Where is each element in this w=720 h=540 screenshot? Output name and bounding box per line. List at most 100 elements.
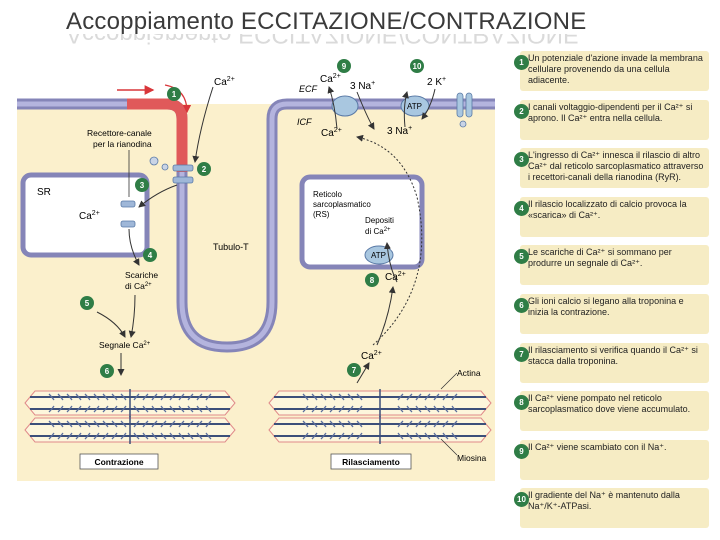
myosin-head <box>133 393 140 413</box>
ecf-label: ECF <box>299 84 318 94</box>
deposits-line2: di Ca2+ <box>365 227 391 236</box>
myosin-head <box>442 420 449 440</box>
step-box <box>520 391 709 432</box>
myosin-head <box>57 393 64 413</box>
ryr-label-line1: Recettore-canale <box>87 128 152 138</box>
serca-ca-label: Ca2+ <box>385 271 406 283</box>
diagram-step-badge <box>143 248 157 262</box>
diagram-step-badge <box>365 273 379 287</box>
t-tubule-label: Tubulo-T <box>213 242 249 252</box>
myosin-head <box>320 420 327 440</box>
serca-pump <box>364 245 394 265</box>
step-box <box>520 342 709 383</box>
myosin-head <box>424 420 431 440</box>
signal-arrow-2 <box>128 294 136 338</box>
relaxation-label: Rilasciamento <box>342 457 400 467</box>
myosin-head <box>320 393 327 413</box>
diagram-step-number: 2 <box>202 165 207 174</box>
myosin-head <box>160 420 167 440</box>
myosin-head <box>397 393 404 413</box>
ap-curve-arrow <box>164 84 192 114</box>
k-label: 2 K+ <box>427 76 446 88</box>
dhp-receptor-2 <box>161 163 169 171</box>
myosin-head <box>433 393 440 413</box>
myosin-head <box>406 420 413 440</box>
icf-label: ICF <box>297 117 312 127</box>
step-text: Un potenziale d'azione invade la membran… <box>528 53 703 85</box>
na-ca-exchanger <box>331 95 359 117</box>
myosin-head <box>120 393 127 413</box>
myosin-head <box>302 420 309 440</box>
myosin-head <box>205 420 212 440</box>
diagram-step-badge <box>100 364 114 378</box>
myosin-head <box>75 393 82 413</box>
serca-arrow <box>384 242 398 283</box>
sparks-label-line1: Scariche <box>125 270 158 280</box>
diagram-step-number: 1 <box>172 90 177 99</box>
diagram-step-number: 4 <box>148 251 153 260</box>
myosin-head <box>93 420 100 440</box>
sr-full-line2: sarcoplasmatico <box>313 200 371 209</box>
ryr-channel-lower <box>120 220 136 228</box>
myosin-head <box>356 420 363 440</box>
myosin-head <box>142 393 149 413</box>
myosin-head <box>133 420 140 440</box>
step-box <box>520 294 709 334</box>
dhp-receptor <box>149 156 159 166</box>
step-number-badge: 6 <box>514 298 529 313</box>
relaxation-label-box <box>330 453 412 470</box>
diagram-step-badge <box>197 162 211 176</box>
step-box <box>520 488 709 529</box>
step-number-badge: 10 <box>514 492 529 508</box>
myosin-head <box>356 393 363 413</box>
myosin-head <box>187 393 194 413</box>
myosin-head <box>178 393 185 413</box>
troponin-release-arrow <box>356 362 370 384</box>
diagram-step-badge <box>80 296 94 310</box>
exchanger-arrow-in <box>356 91 375 130</box>
step-text: Le scariche di Ca²⁺ si sommano per produ… <box>528 247 672 269</box>
myosin-head <box>84 420 91 440</box>
myosin-head <box>120 420 127 440</box>
myosin-head <box>205 393 212 413</box>
exchanger-na-in-label: 3 Na+ <box>387 125 412 137</box>
step-number-badge: 4 <box>514 200 529 216</box>
myosin-head <box>151 393 158 413</box>
release-ca-label: Ca2+ <box>361 350 382 362</box>
ca-label-top: Ca2+ <box>214 76 235 88</box>
myosin-head <box>415 393 422 413</box>
myosin-head <box>66 420 73 440</box>
diagram-step-number: 6 <box>105 367 110 376</box>
myosin-head <box>196 393 203 413</box>
step-box <box>520 99 709 140</box>
myosin-head <box>451 393 458 413</box>
myosin-head <box>424 393 431 413</box>
myosin-head <box>102 420 109 440</box>
step-text: Il gradiente del Na⁺ è mantenuto dalla N… <box>528 490 680 512</box>
myosin-head <box>338 393 345 413</box>
step-number-badge: 2 <box>514 103 529 119</box>
sarcoplasmic-reticulum-left <box>20 172 150 258</box>
myofibril-contraction <box>24 389 236 444</box>
exchanger-ca-label: Ca2+ <box>320 73 341 85</box>
myosin-head <box>406 393 413 413</box>
atp-label-pump: ATP <box>407 102 422 111</box>
step-box <box>520 439 709 480</box>
diagram-step-number: 7 <box>352 366 357 375</box>
title-reflection: Accoppiamento ECCITAZIONE/CONTRAZIONE <box>66 34 579 48</box>
diagram-step-badge <box>410 59 424 73</box>
myosin-head <box>57 420 64 440</box>
contraction-label-box <box>79 453 159 470</box>
myosin-head <box>142 420 149 440</box>
myosin-head <box>451 420 458 440</box>
myofibril-relaxation <box>268 389 492 444</box>
step-box <box>520 245 709 286</box>
actin-label: Actina <box>457 368 481 378</box>
ryr-label-line2: per la rianodina <box>93 139 152 149</box>
